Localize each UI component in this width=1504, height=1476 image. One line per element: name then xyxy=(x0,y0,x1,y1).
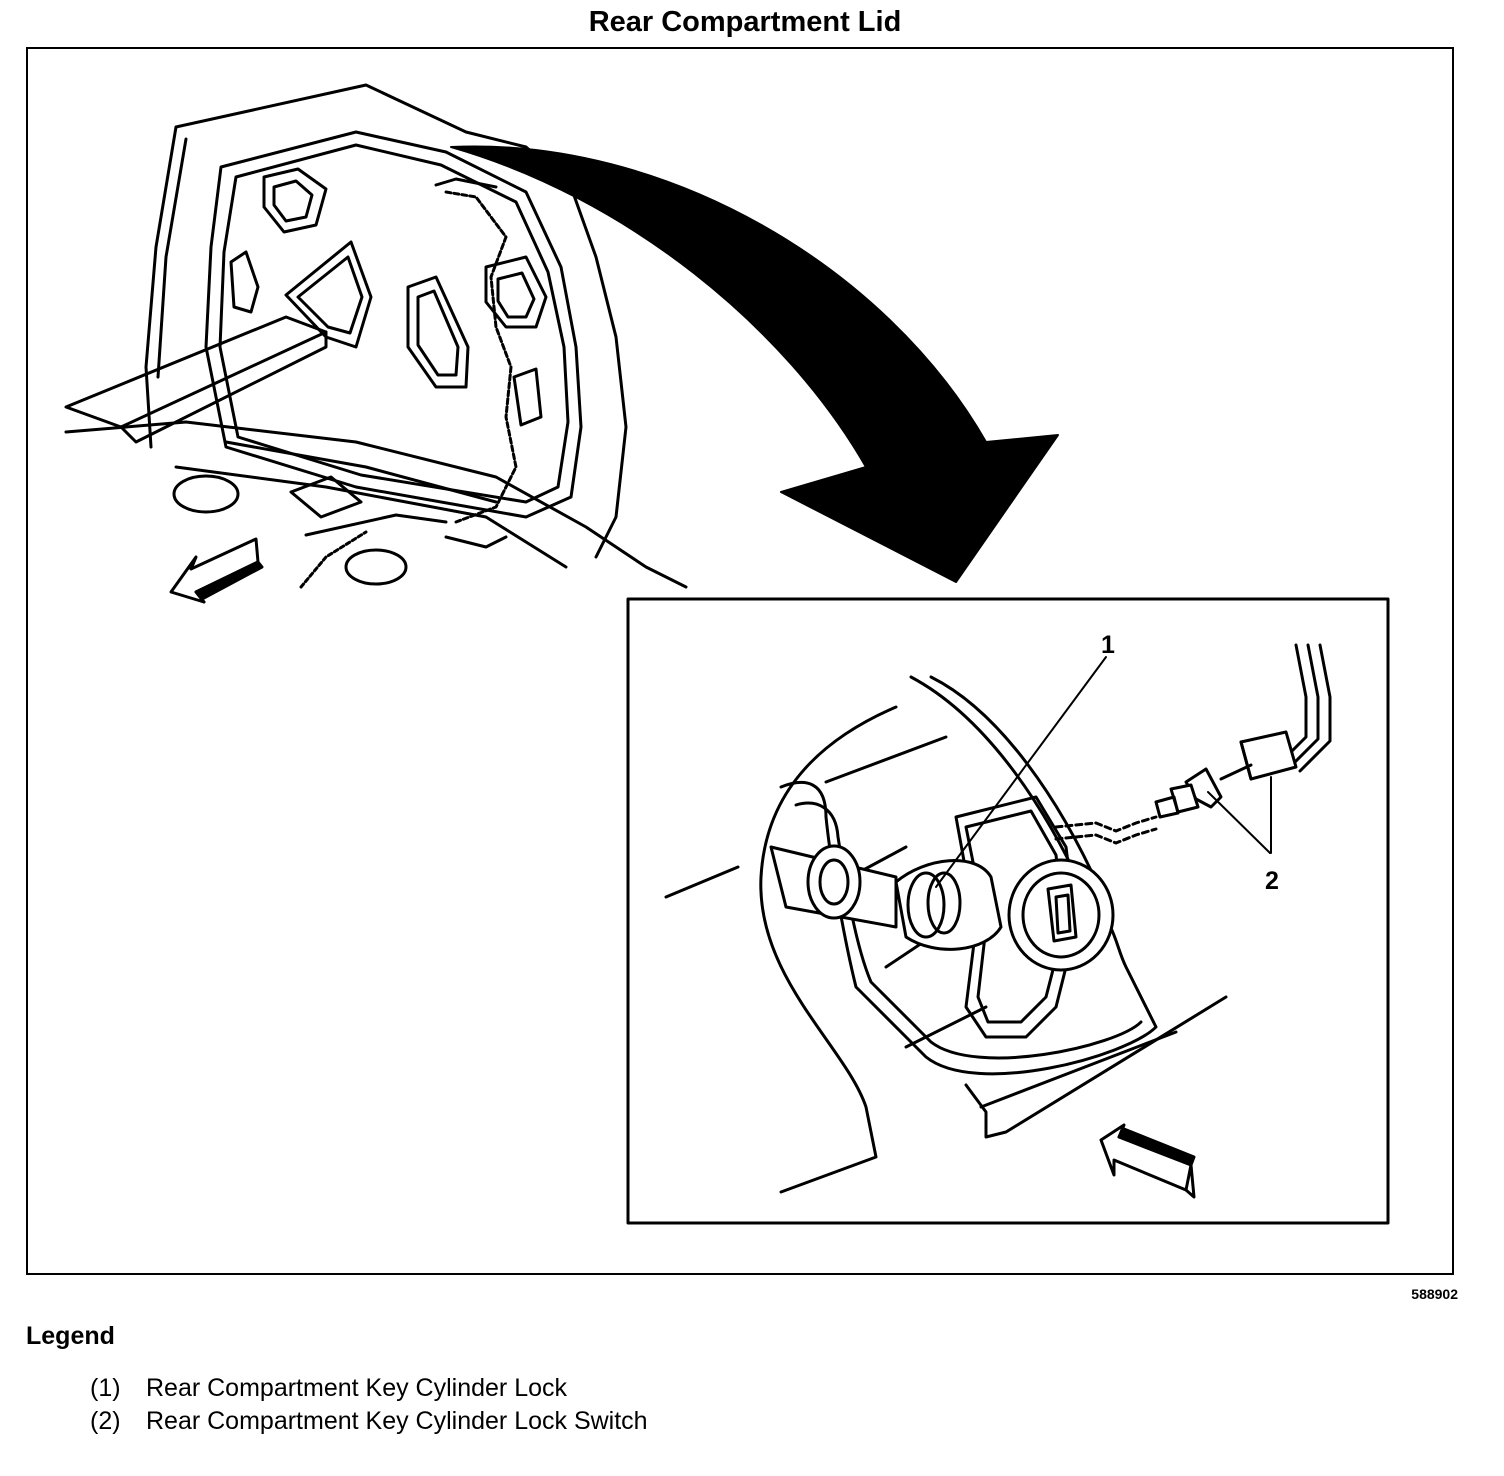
rear-compartment-overview xyxy=(64,83,688,604)
legend-item: (1) Rear Compartment Key Cylinder Lock xyxy=(90,1374,710,1403)
legend-item: (2) Rear Compartment Key Cylinder Lock S… xyxy=(90,1407,710,1436)
legend-list: (1) Rear Compartment Key Cylinder Lock (… xyxy=(90,1374,710,1440)
legend-item-text: Rear Compartment Key Cylinder Lock Switc… xyxy=(146,1407,648,1435)
figure-number: 588902 xyxy=(1411,1286,1458,1302)
legend-item-number: (1) xyxy=(90,1374,121,1402)
page-title: Rear Compartment Lid xyxy=(588,6,902,38)
legend-item-text: Rear Compartment Key Cylinder Lock xyxy=(146,1374,567,1402)
detail-inset xyxy=(626,597,1390,1225)
callout-1: 1 xyxy=(1101,631,1115,659)
figure-frame xyxy=(26,47,1454,1275)
pointer-arrow xyxy=(450,145,1059,583)
legend-item-number: (2) xyxy=(90,1407,121,1435)
legend-heading: Legend xyxy=(26,1322,115,1350)
diagram-illustration: 1 2 xyxy=(64,83,1390,1225)
callout-2: 2 xyxy=(1265,867,1279,895)
